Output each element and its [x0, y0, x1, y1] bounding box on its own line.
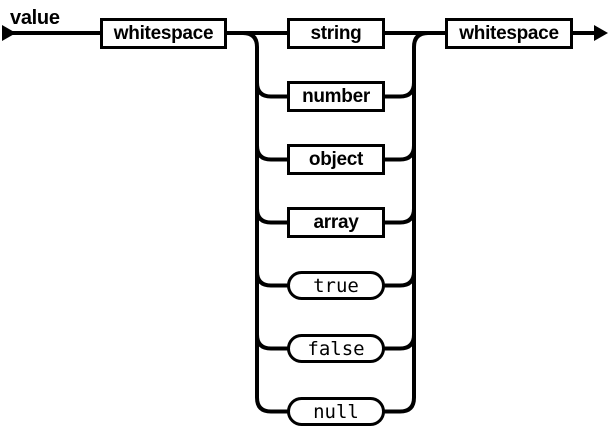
branch-curve-left-object	[255, 145, 290, 162]
merge-curve-right-false	[382, 334, 416, 351]
node-number: number	[287, 81, 385, 112]
merge-curve-right-object	[382, 145, 416, 162]
node-string: string	[287, 18, 385, 49]
branch-curve-left-number	[255, 82, 290, 99]
branch-curve-left-true	[255, 271, 290, 288]
node-true: true	[287, 271, 385, 300]
branch-rail-left	[242, 31, 290, 414]
node-false: false	[287, 334, 385, 363]
branch-curve-left-false	[255, 334, 290, 351]
node-whitespace-exit: whitespace	[445, 18, 573, 49]
start-marker-icon	[2, 25, 16, 41]
merge-rail-right	[382, 31, 429, 414]
node-array: array	[287, 207, 385, 238]
branch-curve-left-array	[255, 208, 290, 225]
node-object: object	[287, 144, 385, 175]
diagram-title: value	[10, 7, 60, 29]
node-null: null	[287, 397, 385, 426]
merge-curve-right-number	[382, 82, 416, 99]
end-arrow-icon	[594, 25, 608, 41]
merge-curve-right-array	[382, 208, 416, 225]
merge-curve-right-true	[382, 271, 416, 288]
node-whitespace-entry: whitespace	[100, 18, 227, 49]
